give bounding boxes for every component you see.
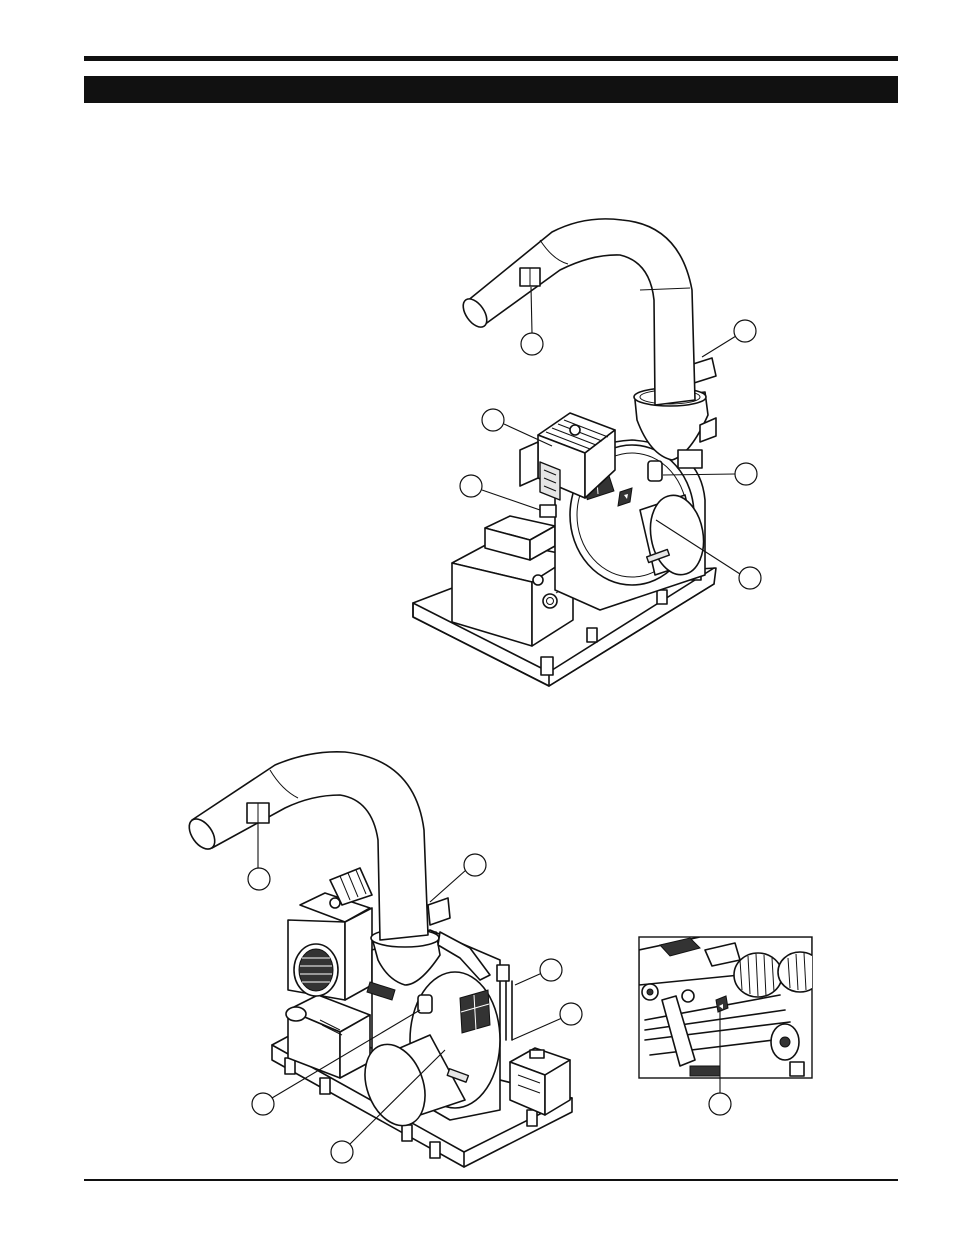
callout-lower-2 bbox=[463, 853, 487, 877]
footer-rule bbox=[84, 1179, 898, 1181]
upper-battery bbox=[484, 515, 556, 561]
callout-lower-5 bbox=[251, 1092, 275, 1116]
lower-machine-view bbox=[188, 750, 583, 1168]
callout-upper-4 bbox=[734, 462, 758, 486]
lower-fuel-tank bbox=[285, 994, 371, 1079]
callout-lower-4 bbox=[559, 1002, 583, 1026]
lower-engine bbox=[287, 867, 373, 1001]
lower-battery bbox=[509, 1047, 571, 1116]
upper-fuel-tank bbox=[451, 539, 574, 647]
lower-callouts bbox=[247, 823, 583, 1164]
callout-upper-6 bbox=[738, 566, 762, 590]
upper-machine-view bbox=[412, 218, 762, 687]
callout-lower-1 bbox=[247, 867, 271, 891]
upper-callouts bbox=[459, 286, 762, 590]
upper-discharge-elbow bbox=[462, 218, 696, 406]
callout-upper-3 bbox=[481, 408, 505, 432]
lower-outlet-duct bbox=[370, 897, 513, 1041]
callout-lower-6 bbox=[330, 1140, 354, 1164]
callout-upper-1 bbox=[520, 332, 544, 356]
section-title-bar bbox=[84, 76, 898, 103]
callout-inset-1 bbox=[708, 1092, 732, 1116]
upper-engine bbox=[519, 412, 616, 518]
belt-detail-inset bbox=[638, 936, 813, 1116]
header-rule bbox=[84, 56, 898, 61]
upper-intake-tube bbox=[639, 494, 705, 576]
callout-upper-5 bbox=[459, 474, 483, 498]
lower-discharge-elbow bbox=[188, 750, 429, 941]
callout-lower-3 bbox=[539, 958, 563, 982]
callout-upper-2 bbox=[733, 319, 757, 343]
